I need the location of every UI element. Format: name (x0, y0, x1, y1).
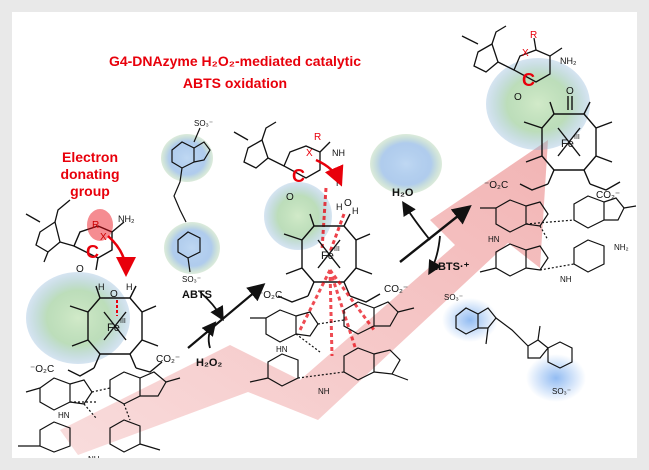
left-surface-blob (26, 272, 130, 364)
left-water-h1: H (98, 282, 105, 292)
middle-co2-left: ⁻O₂C (258, 290, 282, 301)
right-o-label: O (514, 92, 522, 103)
left-water-o: O (110, 289, 118, 300)
h2o2-curve-arrow (201, 321, 217, 349)
left-c-label: C (86, 242, 99, 262)
right-c-label: C (522, 70, 535, 90)
middle-hbond-1 (320, 187, 328, 251)
edg-line-3: group (70, 183, 110, 199)
left-complex: R X NH₂ O C Electron donating group O H … (18, 149, 181, 464)
abts-radical-glow-1 (442, 298, 498, 342)
edg-line-2: donating (60, 166, 119, 182)
middle-water-h: H (336, 202, 343, 212)
left-co2-right: CO₂⁻ (156, 354, 180, 365)
middle-r-label: R (314, 132, 321, 143)
edg-line-1: Electron (62, 149, 118, 165)
middle-nh-label: NH (332, 148, 345, 158)
middle-o-label: O (286, 192, 294, 203)
right-quartet-nh: NH (560, 275, 572, 284)
h2o-surface-blob (370, 134, 442, 194)
middle-water-o: O (344, 198, 352, 209)
left-quartet-hn: HN (58, 411, 70, 420)
mechanism-scheme: G4-DNAzyme H₂O₂-mediated catalytic ABTS … (18, 25, 637, 464)
right-g-quartet (479, 195, 637, 277)
right-x-label: X (522, 48, 529, 59)
left-electron-arrow (107, 235, 136, 277)
right-nh2-label: NH₂ (560, 56, 577, 66)
title-line-2: ABTS oxidation (183, 75, 287, 91)
middle-electron-arrow (315, 158, 344, 187)
middle-heme (277, 213, 381, 303)
right-r-label: R (530, 30, 537, 41)
right-complex: R X C O NH₂ Fe III O ⁻O₂C CO₂⁻ (461, 25, 637, 284)
edg-highlight (87, 209, 113, 241)
abts-radical-label: ABTS·⁺ (430, 261, 470, 273)
abts-surface-top (161, 134, 213, 182)
reaction-arrow-1 (187, 283, 266, 349)
abts-radical-arrow (428, 235, 442, 276)
left-x-label: X (100, 232, 107, 243)
right-surface-blob (486, 58, 590, 150)
left-heme (67, 285, 163, 377)
reaction-arrow-2 (399, 205, 472, 263)
middle-complex: R X C O NH H H O H Fe III ⁻O₂C CO₂⁻ (233, 121, 415, 396)
abts-radical-so3-bottom: SO₃⁻ (552, 387, 571, 396)
left-sugar (25, 199, 75, 263)
left-nh2-label: NH₂ (118, 214, 135, 224)
middle-water-h2: H (352, 206, 359, 216)
right-quartet-nh2: NH₂ (614, 243, 629, 252)
middle-fe-charge: III (334, 246, 340, 253)
left-fe-label: Fe (107, 322, 120, 334)
middle-c-label: C (292, 166, 305, 186)
middle-g-quartet (249, 301, 415, 387)
middle-quartet-nh: NH (318, 387, 330, 396)
abts-radical-molecule: SO₃⁻ SO₃⁻ (442, 293, 586, 402)
middle-quartet-hn: HN (276, 345, 288, 354)
right-fe-label: Fe (561, 138, 574, 150)
right-heme (519, 96, 621, 191)
abts-molecule: SO₃⁻ SO₃⁻ ABTS (161, 119, 220, 301)
left-water-h2: H (126, 282, 133, 292)
middle-surface-blob (264, 182, 332, 250)
h2o-release-arrow (402, 200, 431, 241)
title-line-1: G4-DNAzyme H₂O₂-mediated catalytic (109, 53, 361, 69)
right-co2-left: ⁻O₂C (484, 180, 508, 191)
abts-radical-glow-2 (526, 354, 586, 402)
middle-x-label: X (306, 148, 313, 159)
left-g-quartet (18, 371, 181, 453)
abts-so3-top: SO₃⁻ (194, 119, 213, 128)
right-fe-charge: III (574, 134, 580, 141)
figure-panel: G4-DNAzyme H₂O₂-mediated catalytic ABTS … (12, 12, 637, 464)
middle-co2-right: CO₂⁻ (384, 284, 408, 295)
left-co2-left: ⁻O₂C (30, 364, 54, 375)
middle-hbond-fan (298, 269, 376, 357)
left-fe-charge: III (120, 318, 126, 325)
abts-curve-arrow (199, 291, 224, 322)
left-r-label: R (92, 220, 99, 231)
left-base-ring (73, 221, 125, 271)
h2o2-label: H₂O₂ (196, 357, 222, 369)
left-quartet-nh: NH (88, 455, 100, 458)
abts-surface-bottom (164, 222, 220, 274)
abts-so3-bottom: SO₃⁻ (182, 275, 201, 284)
middle-fe-label: Fe (321, 250, 334, 262)
right-quartet-hn: HN (488, 235, 500, 244)
right-oxo-label: O (566, 86, 574, 97)
abts-radical-so3-top: SO₃⁻ (444, 293, 463, 302)
abts-label: ABTS (182, 289, 212, 301)
right-co2-right: CO₂⁻ (596, 190, 620, 201)
trend-arrow (60, 140, 548, 455)
left-o-label: O (76, 264, 84, 275)
h2o-label: H₂O (392, 187, 414, 199)
